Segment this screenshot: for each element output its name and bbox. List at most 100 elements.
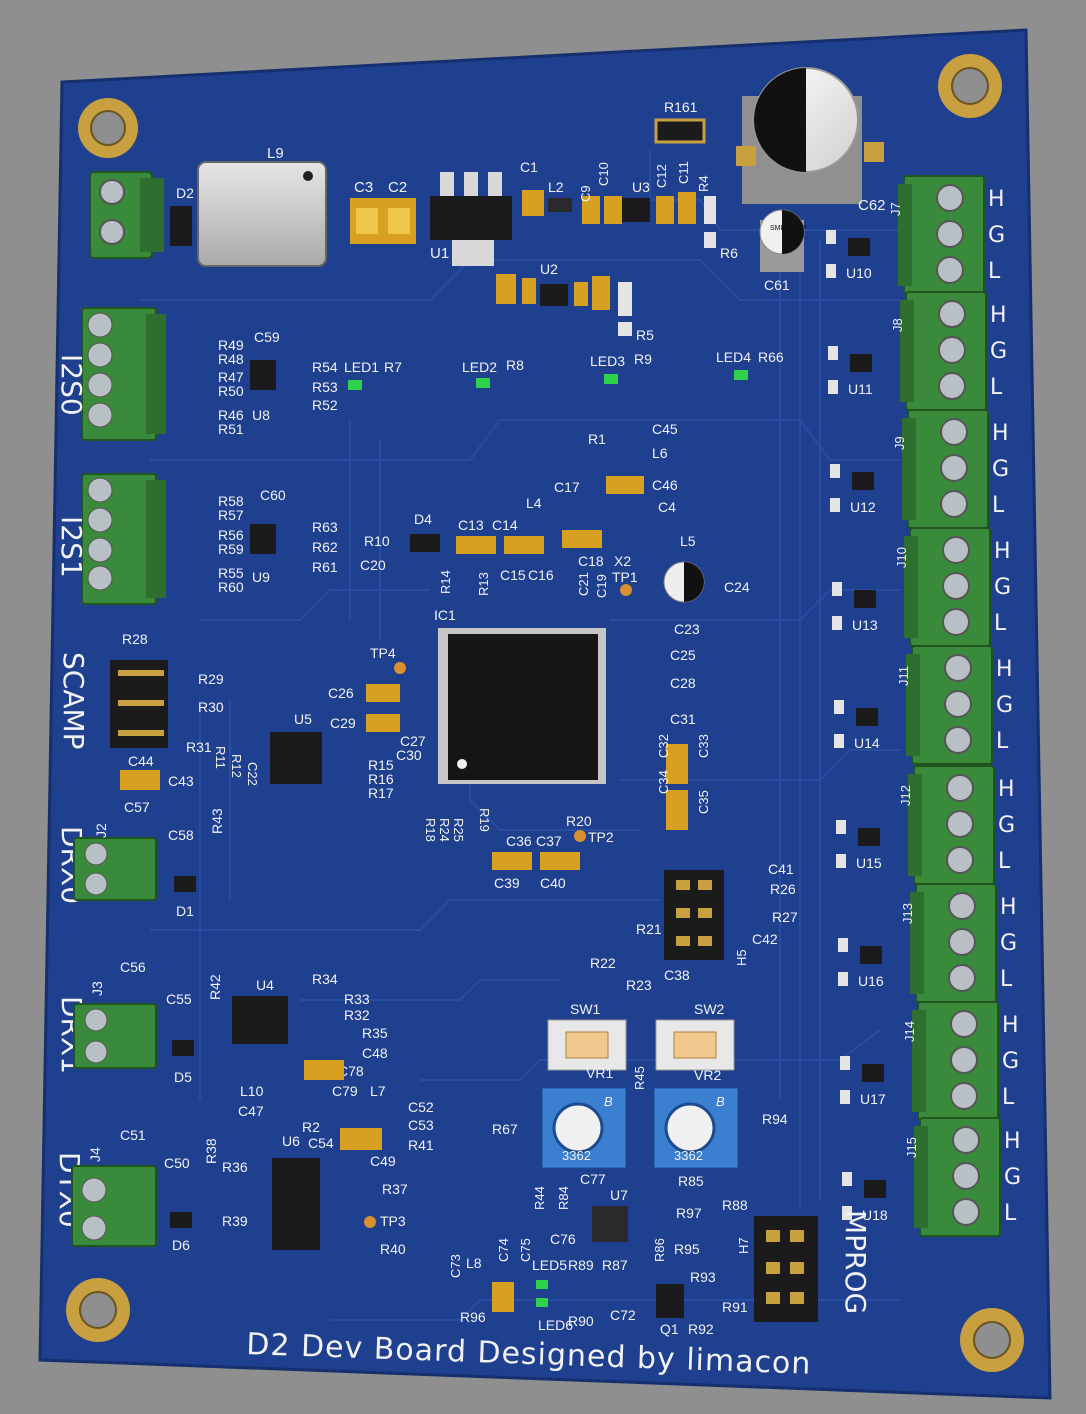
- regulator-u1: [430, 172, 512, 266]
- label-j7: J7: [888, 202, 903, 216]
- led1: [348, 380, 362, 390]
- screw-j10-2: [942, 572, 970, 600]
- terminal-side-j9: [902, 418, 916, 520]
- label-u15: U15: [856, 855, 882, 871]
- screw-j12-2: [946, 810, 974, 838]
- label-tp1: TP1: [612, 569, 638, 585]
- label-c44: C44: [128, 753, 154, 769]
- pin-label-j13-g: G: [1000, 931, 1017, 956]
- passive-j8-a: [828, 346, 838, 360]
- terminal-side-j10: [904, 536, 918, 638]
- label-r96: R96: [460, 1309, 486, 1325]
- label-r7: R7: [384, 359, 402, 375]
- test-point-tp1: [620, 584, 632, 596]
- label-c11: C11: [676, 161, 691, 184]
- label-c32: C32: [656, 734, 671, 758]
- drx0-block: DRX0 J2 C57 C58 R43 D1: [55, 799, 225, 919]
- label-c39: C39: [494, 875, 520, 891]
- mounting-hole-tr: [938, 54, 1002, 118]
- cap-c3: [350, 198, 384, 244]
- dtx0-block: DTX0 J4 C51 C50 R38 R36 R39 D6 U6 L10 C4…: [53, 1083, 434, 1257]
- cap-c1: [522, 190, 544, 216]
- label-c24: C24: [724, 579, 750, 595]
- cap-c2: [382, 198, 416, 244]
- pin-label-j13-h: H: [1000, 895, 1017, 920]
- cap-c46: [606, 476, 644, 494]
- label-c19: C19: [594, 574, 609, 598]
- terminal-side-j11: [906, 654, 920, 756]
- label-mprog: MPROG: [839, 1210, 872, 1314]
- pin-label-j15-l: L: [1004, 1201, 1017, 1226]
- scamp-block: SCAMP R28 R29 R30 R31 C44 C43: [57, 631, 224, 790]
- screw-j14-2: [950, 1046, 978, 1074]
- terminal-side-j13: [910, 892, 924, 994]
- label-u8: U8: [252, 407, 270, 423]
- screw-j9-2: [940, 454, 968, 482]
- screw-j13-3: [948, 964, 976, 992]
- cap-c11: [678, 192, 696, 224]
- label-c43: C43: [168, 773, 194, 789]
- label-led3: LED3: [590, 353, 625, 369]
- inductor-l2: [548, 198, 572, 212]
- label-c79: C79: [332, 1083, 358, 1099]
- label-r42: R42: [207, 974, 223, 1000]
- label-r20: R20: [566, 813, 592, 829]
- screw-j8-3: [938, 372, 966, 400]
- header-h7-mprog: [754, 1216, 818, 1322]
- screw-j8-1: [938, 300, 966, 328]
- screw-j15-2: [952, 1162, 980, 1190]
- label-c37: C37: [536, 833, 562, 849]
- label-l9: L9: [267, 145, 284, 162]
- ic-u9: [250, 524, 276, 554]
- label-r47: R47: [218, 369, 244, 385]
- cap-c6: [522, 278, 536, 304]
- label-r16: R16: [368, 771, 394, 787]
- passive-j7-b: [826, 264, 836, 278]
- label-c16: C16: [528, 567, 554, 583]
- test-point-tp4: [394, 662, 406, 674]
- pin-label-j9-g: G: [992, 457, 1009, 482]
- passive-j9-b: [830, 498, 840, 512]
- cap-c26: [366, 684, 400, 702]
- label-c1: C1: [520, 159, 538, 175]
- label-r27: R27: [772, 909, 798, 925]
- terminal-j3: [73, 1003, 157, 1069]
- cap-c78: [304, 1060, 344, 1080]
- screw-j11-1: [944, 654, 972, 682]
- label-r29: R29: [198, 671, 224, 687]
- passive-j12-a: [836, 820, 846, 834]
- label-r28: R28: [122, 631, 148, 647]
- label-led2: LED2: [462, 359, 497, 375]
- cap-c7: [592, 276, 610, 310]
- screw-j9-1: [940, 418, 968, 446]
- drx1-block: DRX1 J3 C56 C55 R42 D5 U4 R34 R33 R32 R3…: [55, 959, 388, 1085]
- label-c28: C28: [670, 675, 696, 691]
- pot-vr1-marking: 3362: [562, 1148, 591, 1163]
- label-r94: R94: [762, 1111, 788, 1127]
- label-x2: X2: [614, 553, 631, 569]
- screw-j8-2: [938, 336, 966, 364]
- terminal-power-input: [89, 171, 164, 259]
- label-r53: R53: [312, 379, 338, 395]
- label-r19: R19: [477, 808, 492, 832]
- label-r61: R61: [312, 559, 338, 575]
- label-r41: R41: [408, 1137, 434, 1153]
- label-c18: C18: [578, 553, 604, 569]
- label-d2: D2: [176, 185, 194, 201]
- res-r4: [704, 196, 716, 224]
- transistor-q1: [656, 1284, 684, 1318]
- label-r97: R97: [676, 1205, 702, 1221]
- screw-j10-1: [942, 536, 970, 564]
- label-l10: L10: [240, 1083, 264, 1099]
- label-r50: R50: [218, 383, 244, 399]
- label-d6: D6: [172, 1237, 190, 1253]
- label-r25: R25: [451, 818, 466, 842]
- mounting-hole-br: [960, 1308, 1024, 1372]
- label-tp2: TP2: [588, 829, 614, 845]
- controls: SW1 SW2 3362 B VR1 3362 B VR2 R45 R67 R9…: [492, 1001, 788, 1189]
- power-section: D2 L9 C3 C2 U1 C1 L2 U3: [89, 67, 886, 343]
- label-u6: U6: [282, 1133, 300, 1149]
- label-u16: U16: [858, 973, 884, 989]
- ic-u4: [232, 996, 288, 1044]
- bottom-misc: C77 U7 R44 R84 C76 R97 R88 R95 R93 R91 R…: [448, 1171, 872, 1337]
